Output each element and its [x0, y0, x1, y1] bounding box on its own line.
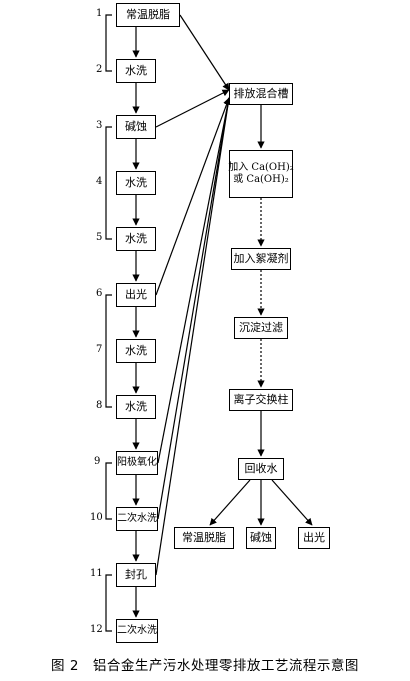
discharge-line-5 — [157, 97, 232, 520]
settle-filter-box: 沉淀过滤 — [234, 317, 288, 339]
step-number-10: 10 — [90, 512, 103, 523]
step-box-11: 封孔 — [116, 563, 156, 587]
reuse-box-polish: 出光 — [298, 527, 330, 549]
step-group-bracket-5 — [105, 574, 112, 632]
mix-tank-box: 排放混合槽 — [229, 83, 293, 105]
step-number-4: 4 — [96, 176, 103, 187]
step-box-5: 水洗 — [116, 227, 156, 251]
figure-caption: 图 2 铝合金生产污水处理零排放工艺流程示意图 — [51, 658, 359, 674]
step-box-9: 阳极氧化 — [116, 451, 158, 475]
step-number-9: 9 — [94, 456, 101, 467]
discharge-line-4 — [157, 97, 232, 464]
flocculant-box: 加入絮凝剂 — [231, 248, 291, 270]
step-group-bracket-3 — [105, 294, 112, 408]
add-lime-line1: 加入 Ca(OH)₂ — [228, 162, 294, 173]
step-number-3: 3 — [96, 120, 103, 131]
step-box-1: 常温脱脂 — [116, 3, 180, 27]
step-box-2: 水洗 — [116, 59, 156, 83]
discharge-line-2 — [155, 89, 230, 128]
step-group-bracket-2 — [105, 126, 112, 240]
step-number-6: 6 — [96, 288, 103, 299]
reuse-arrow-degrease — [209, 479, 251, 526]
recycled-water-box: 回收水 — [238, 458, 284, 480]
step-number-8: 8 — [96, 400, 103, 411]
step-box-12: 二次水洗 — [116, 619, 158, 643]
reuse-box-etch: 碱蚀 — [246, 527, 276, 549]
step-number-11: 11 — [90, 568, 103, 579]
ion-exchange-box: 离子交换柱 — [229, 389, 293, 411]
step-box-6: 出光 — [116, 283, 156, 307]
step-number-5: 5 — [96, 232, 103, 243]
step-number-2: 2 — [96, 64, 103, 75]
step-box-7: 水洗 — [116, 339, 156, 363]
discharge-line-1 — [179, 14, 230, 91]
step-group-bracket-1 — [105, 14, 112, 72]
discharge-line-3 — [155, 97, 231, 296]
step-group-bracket-4 — [105, 462, 112, 520]
step-number-7: 7 — [96, 344, 103, 355]
reuse-box-degrease: 常温脱脂 — [174, 527, 234, 549]
step-number-12: 12 — [90, 624, 103, 635]
step-box-10: 二次水洗 — [116, 507, 158, 531]
reuse-arrow-polish — [271, 479, 313, 526]
discharge-line-6 — [155, 97, 232, 576]
step-box-4: 水洗 — [116, 171, 156, 195]
step-number-1: 1 — [96, 8, 103, 19]
add-lime-box: 加入 Ca(OH)₂ 或 Ca(OH)₂ — [228, 150, 294, 198]
step-box-8: 水洗 — [116, 395, 156, 419]
step-box-3: 碱蚀 — [116, 115, 156, 139]
add-lime-line2: 或 Ca(OH)₂ — [233, 174, 289, 185]
